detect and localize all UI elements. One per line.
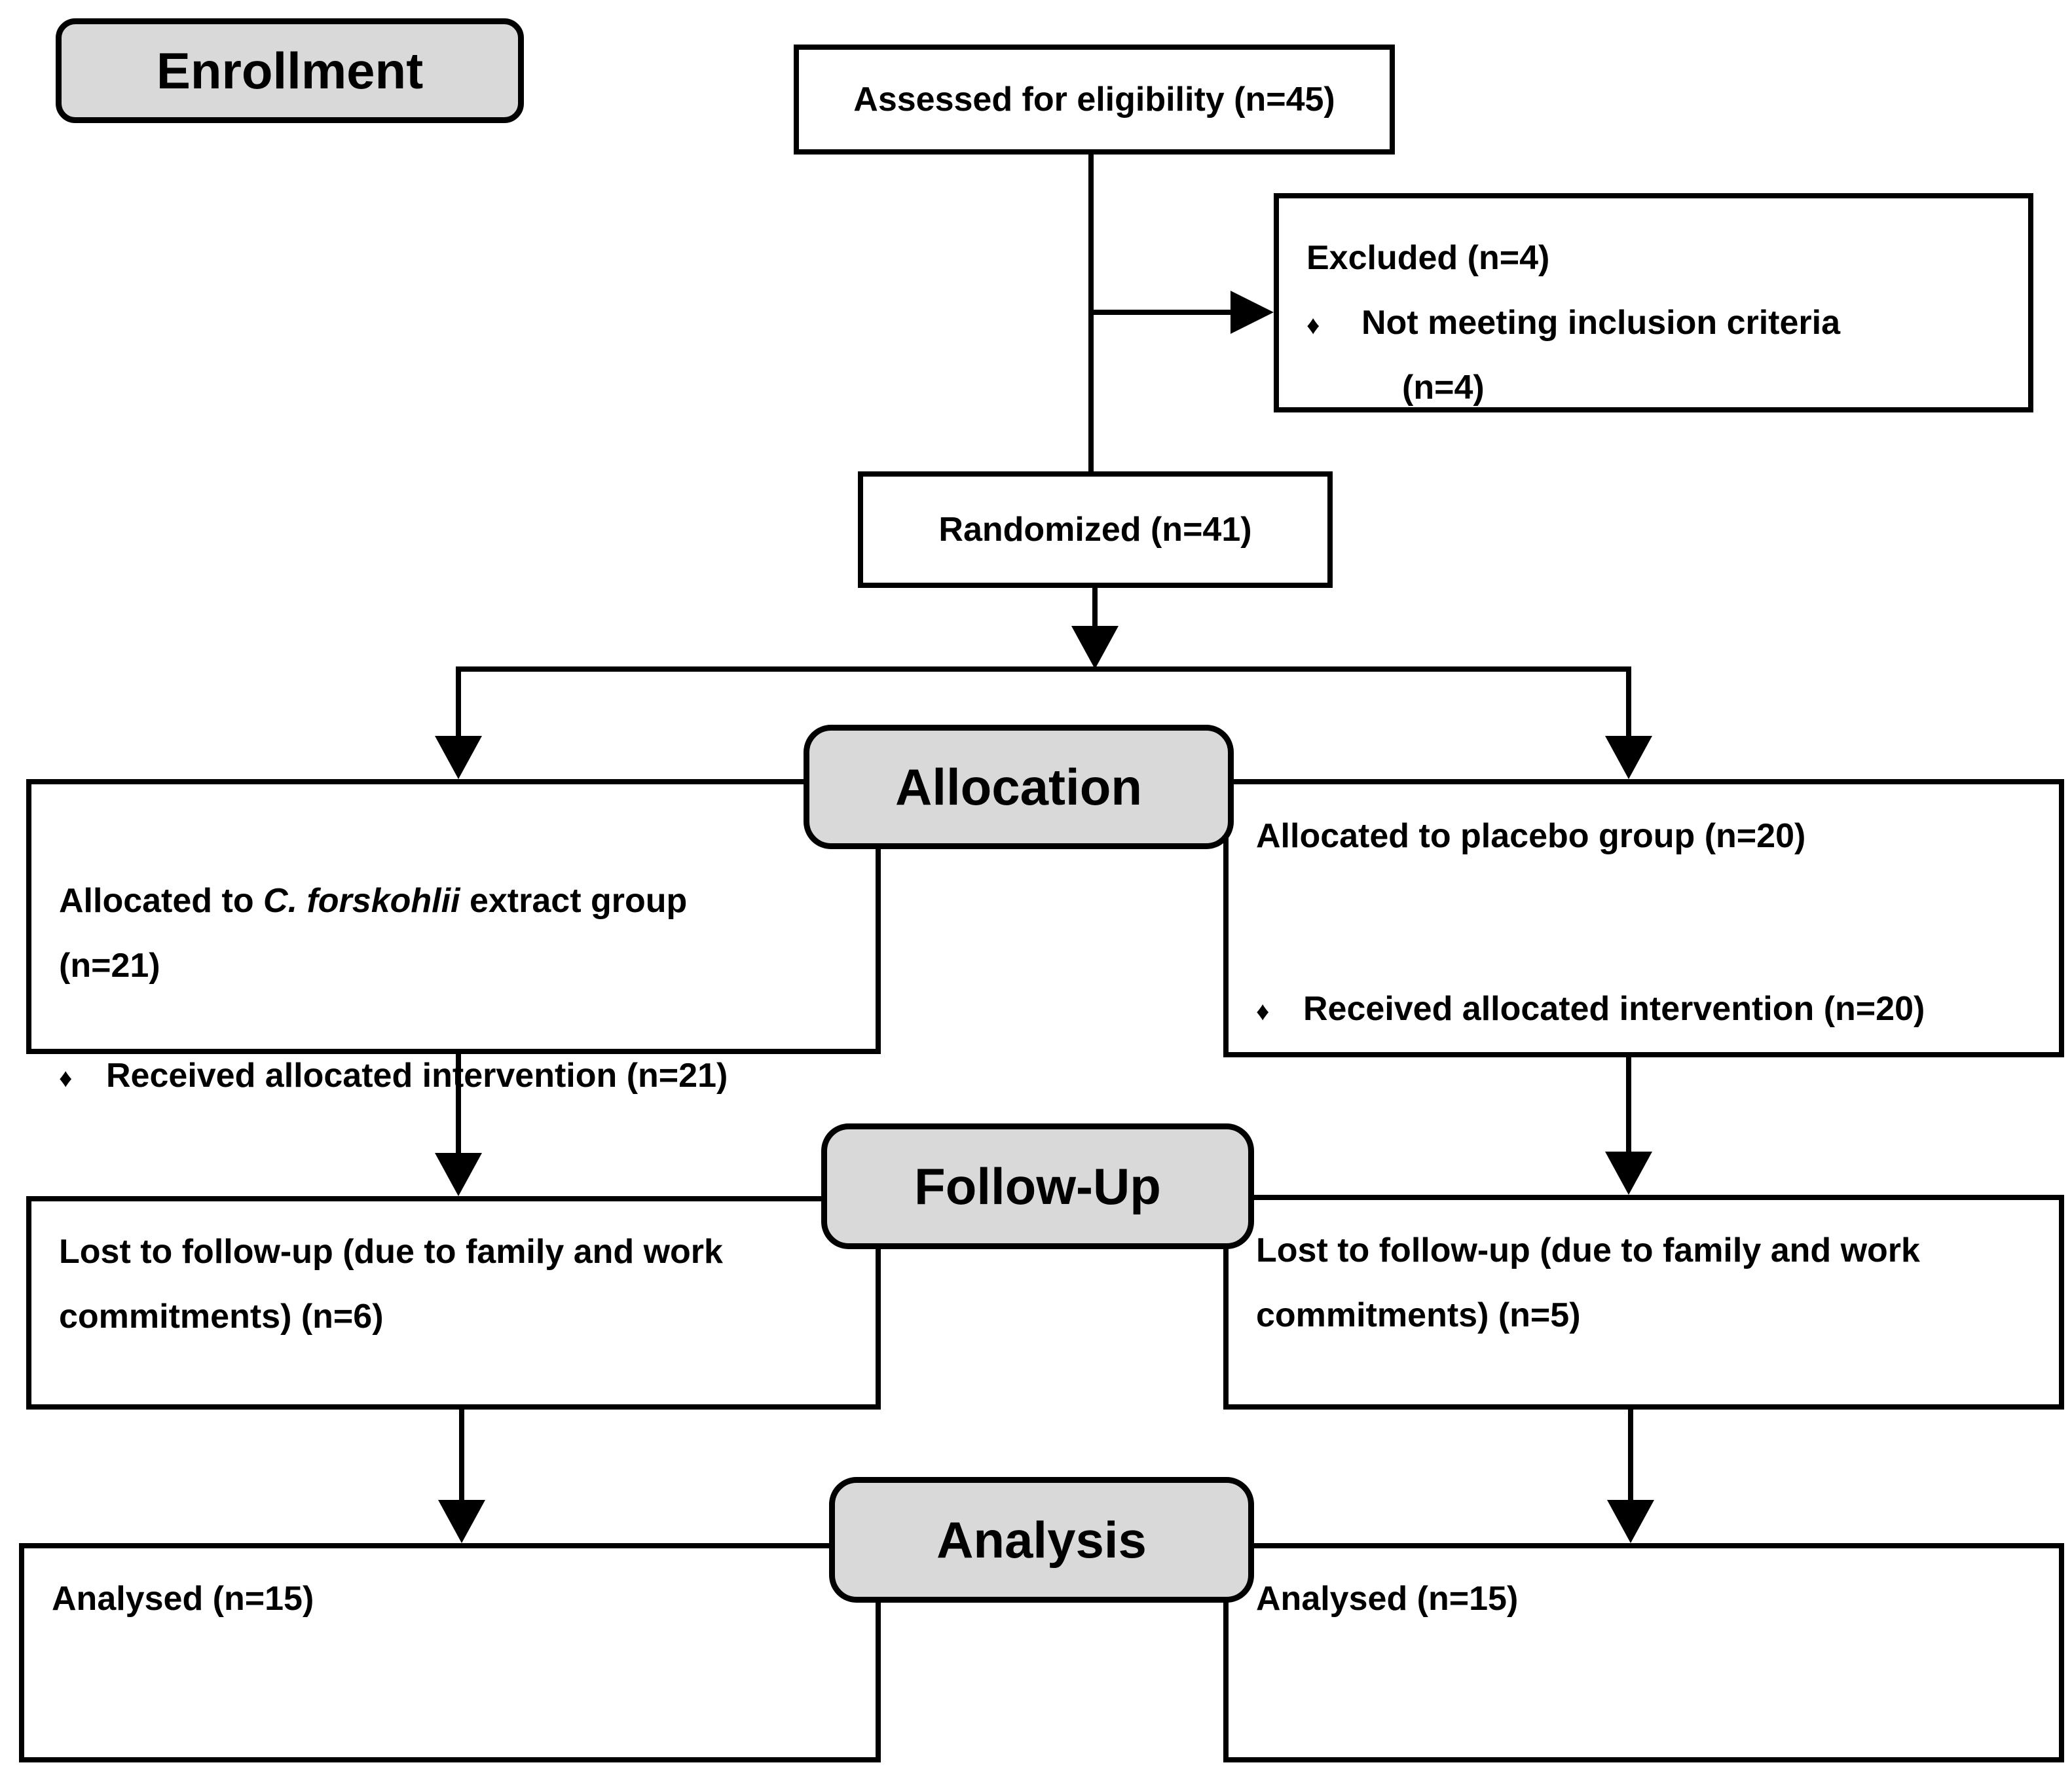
arrowhead-alloc-right (1605, 736, 1652, 779)
alloc-intervention-title: Allocated to C. forskohlii extract group (59, 804, 856, 934)
stage-label-followup: Follow-Up (821, 1123, 1254, 1249)
followup-placebo-text: Lost to follow-up (due to family and wor… (1256, 1231, 1920, 1334)
stage-label-allocation: Allocation (804, 725, 1234, 849)
diamond-bullet-icon: ♦ (1306, 310, 1320, 340)
alloc-intervention-count: (n=21) (59, 946, 160, 985)
alloc-intervention-bullet-text: Received allocated intervention (n=21) (106, 1057, 728, 1095)
arrowhead-excluded (1230, 291, 1274, 334)
box-excluded: Excluded (n=4) ♦ Not meeting inclusion c… (1274, 193, 2033, 412)
excluded-bullet-line2: (n=4) (1402, 368, 1485, 407)
box-analysed-placebo: Analysed (n=15) (1223, 1543, 2064, 1762)
stage-label-enrollment: Enrollment (56, 18, 524, 123)
alloc-intervention-title-italic: C. forskohlii (263, 881, 460, 920)
arrowhead-fu-right (1605, 1152, 1652, 1195)
box-analysed-intervention: Analysed (n=15) (19, 1543, 881, 1762)
alloc-placebo-title: Allocated to placebo group (n=20) (1256, 817, 1806, 855)
excluded-bullet-item: ♦ Not meeting inclusion criteria (n=4) (1306, 291, 2008, 420)
stage-label-analysis: Analysis (829, 1477, 1254, 1603)
excluded-bullet-text: Not meeting inclusion criteria (n=4) (1361, 291, 2008, 420)
followup-intervention-text: Lost to follow-up (due to family and wor… (59, 1233, 723, 1336)
box-allocated-intervention: Allocated to C. forskohlii extract group… (26, 779, 881, 1095)
analysed-intervention-text: Analysed (n=15) (52, 1580, 314, 1618)
followup-label-text: Follow-Up (914, 1157, 1161, 1215)
box-followup-intervention: Lost to follow-up (due to family and wor… (26, 1196, 881, 1410)
alloc-intervention-title-prefix: Allocated to (59, 881, 264, 920)
enrollment-label-text: Enrollment (156, 41, 424, 100)
box-assessed: Assessed for eligibility (n=45) (794, 45, 1395, 155)
excluded-title: Excluded (n=4) (1306, 239, 1550, 277)
analysis-label-text: Analysis (936, 1510, 1147, 1569)
box-followup-placebo: Lost to follow-up (due to family and wor… (1223, 1195, 2064, 1410)
arrowhead-alloc-left (435, 736, 482, 779)
excluded-bullet-line1: Not meeting inclusion criteria (1361, 303, 1841, 342)
box-allocated-placebo: Allocated to placebo group (n=20) ♦ Rece… (1223, 779, 2064, 1057)
alloc-placebo-bullet-text: Received allocated intervention (n=20) (1303, 989, 1925, 1028)
arrowhead-split (1071, 626, 1119, 669)
box-randomized: Randomized (n=41) (858, 471, 1333, 588)
alloc-intervention-bullet-item: ♦ Received allocated intervention (n=21) (59, 1044, 856, 1108)
alloc-intervention-title-suffix: extract group (460, 881, 688, 920)
randomized-text: Randomized (n=41) (938, 510, 1252, 549)
arrowhead-fu-left (435, 1153, 482, 1196)
assessed-text: Assessed for eligibility (n=45) (853, 80, 1335, 118)
arrowhead-an-right (1607, 1500, 1654, 1543)
alloc-placebo-bullet-item: ♦ Received allocated intervention (n=20) (1256, 977, 2039, 1042)
diamond-bullet-icon: ♦ (1256, 996, 1270, 1026)
allocation-label-text: Allocation (895, 757, 1142, 816)
arrowhead-an-left (438, 1500, 485, 1543)
diamond-bullet-icon: ♦ (59, 1064, 73, 1093)
analysed-placebo-text: Analysed (n=15) (1256, 1580, 1519, 1618)
